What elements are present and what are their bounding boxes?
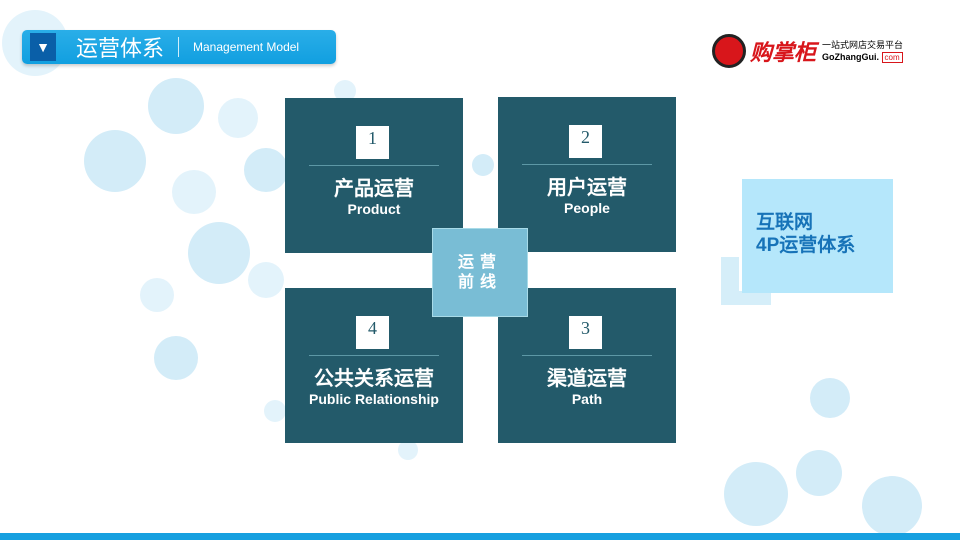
card-title: 公共关系运营 [314,368,434,390]
card-number: 3 [569,316,602,349]
page-subtitle: Management Model [193,40,300,54]
divider [178,37,180,57]
card-public-relationship: 4 公共关系运营 Public Relationship [285,288,463,443]
card-subtitle: Product [347,201,401,217]
section-header: ▼ 运营体系 Management Model [22,30,336,64]
center-line-1: 运营 [457,253,502,271]
card-title: 用户运营 [547,177,627,199]
card-subtitle: Path [571,391,603,407]
side-line-1: 互联网 [756,212,814,233]
page-title: 运营体系 [76,36,165,61]
bottom-bar [0,533,960,540]
card-number: 4 [356,316,389,349]
brand-logo: 购掌柜 一站式网店交易平台 GoZhangGui. com [712,34,903,68]
side-box-shadow [721,257,771,305]
card-product: 1 产品运营 Product [285,98,463,253]
card-title: 产品运营 [334,178,414,200]
card-subtitle: Public Relationship [309,391,439,407]
card-subtitle: People [564,200,610,216]
logo-tld: com [881,51,903,63]
card-title: 渠道运营 [547,368,627,390]
logo-name: 购掌柜 [750,40,817,65]
center-line-2: 前线 [457,273,502,291]
card-people: 2 用户运营 People [498,97,676,252]
side-line-2: 4P运营体系 [756,235,856,256]
logo-mark-icon [712,34,746,68]
logo-tagline: 一站式网店交易平台 [822,39,904,50]
center-box: 运营前线 [432,228,528,317]
card-number: 1 [356,126,389,159]
triangle-down-icon: ▼ [30,33,56,61]
card-number: 2 [569,125,602,158]
side-callout: 互联网 4P运营体系 [742,179,893,293]
logo-domain: GoZhangGui. [822,51,880,62]
